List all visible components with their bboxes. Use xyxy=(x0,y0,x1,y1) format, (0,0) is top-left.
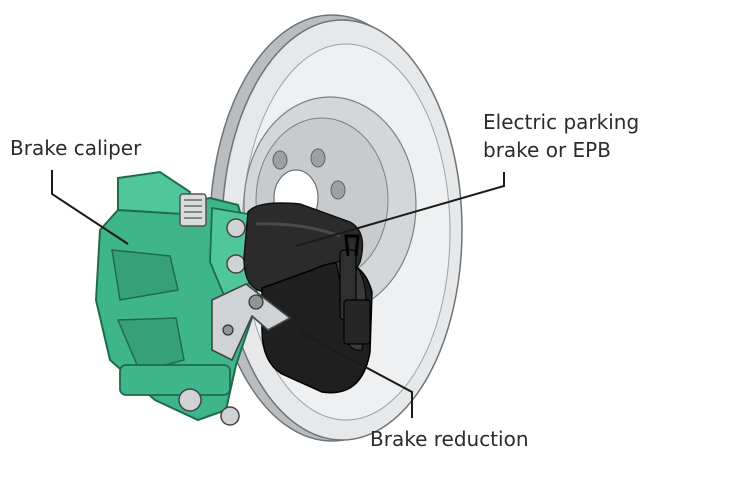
leader-lines xyxy=(51,170,505,418)
label-brake-reduction: Brake reduction xyxy=(370,427,529,451)
brake-caliper-icon xyxy=(94,170,260,426)
leader-line-epb xyxy=(295,172,505,247)
label-epb-line1: Electric parking xyxy=(483,110,640,134)
label-electric-parking-brake: Electric parking brake or EPB xyxy=(483,108,639,164)
reduction-gear-icon xyxy=(261,234,373,394)
label-brake-caliper: Brake caliper xyxy=(10,136,142,160)
leader-line-reduction xyxy=(299,331,413,418)
label-epb-line2: brake or EPB xyxy=(483,138,611,162)
leader-line-caliper xyxy=(51,170,129,245)
mounting-bracket-icon xyxy=(211,283,292,362)
